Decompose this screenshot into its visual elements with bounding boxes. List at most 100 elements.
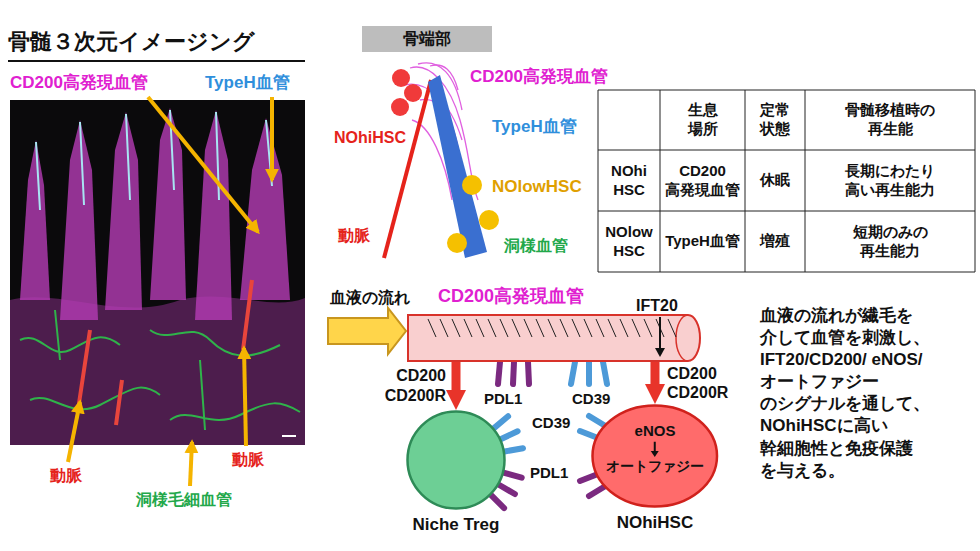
cilium	[500, 319, 508, 337]
signal-connector	[452, 361, 461, 394]
cilium	[560, 319, 568, 337]
node-shape	[406, 410, 506, 510]
cilium	[644, 319, 652, 337]
molecule-label: PDL1	[484, 390, 522, 409]
vessel-label: TypeH血管	[492, 116, 577, 137]
region-box: 骨端部	[362, 26, 492, 52]
cilium	[620, 319, 628, 337]
artery-vessel	[78, 280, 252, 425]
pointer-arrow	[148, 97, 258, 232]
scale-bar	[282, 435, 296, 437]
table-header: 定常 状態	[745, 90, 805, 150]
nolow-hsc-dot	[479, 210, 499, 230]
vessel-label: 動脈	[232, 450, 264, 470]
table-rule	[805, 90, 806, 272]
vessel-label: CD200高発現血管	[470, 66, 608, 87]
nohi-hsc-dot	[392, 69, 410, 87]
signal-connector	[650, 361, 659, 388]
epiphysis-schematic	[384, 63, 499, 258]
cd39-receptor	[493, 416, 508, 429]
pdl1-receptor	[502, 472, 521, 477]
treg-cell: Niche Treg	[406, 410, 506, 510]
cd39-receptor	[586, 362, 592, 384]
pdl1-receptor	[498, 362, 500, 384]
molecule-label: CD39	[572, 390, 610, 409]
molecule-label: PDL1	[530, 464, 568, 483]
pdl1-receptor	[490, 494, 504, 508]
magenta-vessel	[60, 120, 98, 320]
table-cell: 休眠	[745, 150, 805, 211]
box-fill	[362, 26, 492, 52]
magenta-vessel	[240, 118, 290, 300]
cell-label: NOhiHSC	[334, 128, 406, 148]
table-cell: CD200 高発現血管	[660, 150, 745, 211]
table-cell: 長期にわたり 高い再生能力	[805, 150, 975, 211]
signal-arrow	[659, 317, 661, 349]
node-heading: CD200高発現血管	[438, 285, 584, 308]
magenta-vessel	[20, 140, 50, 300]
cilium	[536, 319, 544, 337]
node-heading: NOhiHSC	[617, 512, 694, 533]
molecule-label: IFT20	[636, 296, 678, 316]
cilium	[548, 319, 556, 337]
table-header: 骨髄移植時の 再生能	[805, 90, 975, 150]
hsc-cell: eNOSオートファジーNOhiHSC	[591, 404, 719, 508]
node-shape	[591, 404, 719, 508]
pointer-arrow	[270, 97, 274, 180]
magenta-vessel	[105, 112, 142, 310]
cilium	[428, 319, 436, 337]
blood-flow-arrow	[328, 308, 406, 354]
sinusoid-vessel	[20, 310, 300, 430]
nohi-hsc-dot	[404, 84, 422, 102]
pointer-arrow	[244, 348, 246, 446]
flow-label: 血液の流れ	[330, 288, 410, 308]
artery-line	[384, 80, 431, 258]
table-cell: 増殖	[745, 211, 805, 272]
signal-arrow-head	[655, 348, 665, 357]
image-ground	[10, 100, 305, 445]
nolow-hsc-dot	[462, 175, 482, 195]
pathway-arrow-head	[651, 451, 659, 457]
cilium	[584, 319, 592, 337]
cd39-receptor	[571, 362, 575, 384]
table-cell: NOhi HSC	[598, 150, 660, 211]
cilium	[632, 319, 640, 337]
table-rule	[660, 90, 661, 272]
table-cell: 短期のみの 再生能力	[805, 211, 975, 272]
node-text: eNOS	[635, 422, 676, 441]
vessel-body	[408, 315, 700, 361]
table-rule	[745, 90, 746, 272]
pointer-arrow	[68, 402, 80, 462]
vessel-label: 洞様毛細血管	[136, 490, 232, 510]
table-cell: TypeH血管	[660, 211, 745, 272]
magenta-tissue	[10, 297, 305, 445]
pdl1-receptor	[528, 362, 529, 384]
magenta-vessel	[195, 110, 232, 320]
cd39-receptor	[603, 362, 607, 384]
vessel-label: 洞様血管	[504, 236, 568, 256]
cell-body	[593, 406, 718, 507]
table-rule	[975, 90, 976, 272]
diagram-title: 骨髄３次元イメージング	[8, 28, 255, 56]
explanation-note: 血液の流れが繊毛を 介して血管を刺激し、 IFT20/CD200/ eNOS/オ…	[760, 305, 965, 482]
cilium	[440, 319, 448, 337]
connector-label: CD200 CD200R	[372, 366, 446, 404]
nolow-hsc-dot	[447, 233, 467, 253]
cilium	[464, 319, 472, 337]
vessel-label: 動脈	[50, 466, 82, 486]
cilium	[608, 319, 616, 337]
cd39-receptor	[589, 416, 606, 426]
table-rule	[598, 211, 975, 212]
table-cell: NOlow HSC	[598, 211, 660, 272]
pdl1-receptor	[498, 484, 515, 494]
cilium	[572, 319, 580, 337]
connector-label: CD200 CD200R	[667, 364, 741, 402]
receptors	[490, 362, 607, 508]
vessel-label: CD200高発現血管	[10, 72, 148, 93]
cilium	[596, 319, 604, 337]
node-shape	[408, 315, 700, 361]
title-underline	[8, 60, 305, 62]
table-header: 生息 場所	[660, 90, 745, 150]
